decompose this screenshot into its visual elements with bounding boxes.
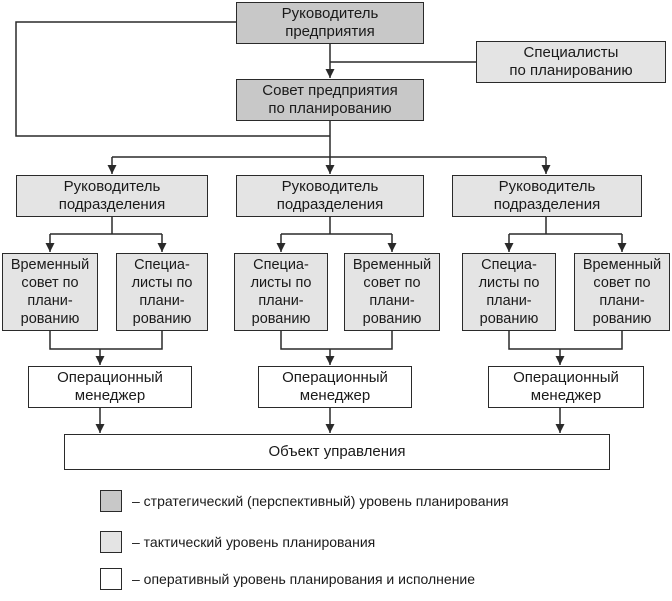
planning-specialists-box: Специалисты по планированию <box>476 41 666 83</box>
temporary-council-label: Временный совет по плани- рованию <box>582 257 662 327</box>
operational-manager-label: Операционный менеджер <box>57 369 163 404</box>
legend-text-tactical: – тактический уровень планирования <box>132 534 376 550</box>
planning-council-label: Совет предприятия по планированию <box>262 82 398 117</box>
legend-swatch-strategic <box>100 490 122 512</box>
connector-division-1-join <box>49 331 163 350</box>
division-head-box: Руководитель подразделения <box>16 175 208 217</box>
planning-specialists-box: Специа- листы по плани- рованию <box>462 253 556 331</box>
legend-swatch-operative <box>100 568 122 590</box>
planning-specialists-label: Специалисты по планированию <box>509 44 633 79</box>
connector-feedback-loop <box>15 21 330 137</box>
temporary-council-label: Временный совет по плани- рованию <box>10 257 90 327</box>
operational-manager-box: Операционный менеджер <box>488 366 644 408</box>
enterprise-head-box: Руководитель предприятия <box>236 2 424 44</box>
planning-specialists-box: Специа- листы по плани- рованию <box>234 253 328 331</box>
division-head-box: Руководитель подразделения <box>236 175 424 217</box>
operational-manager-label: Операционный менеджер <box>513 369 619 404</box>
legend-text-strategic: – стратегический (перспективный) уровень… <box>132 493 509 509</box>
enterprise-head-label: Руководитель предприятия <box>281 5 379 40</box>
control-object-box: Объект управления <box>64 434 610 470</box>
temporary-council-label: Временный совет по плани- рованию <box>352 257 432 327</box>
control-object-label: Объект управления <box>268 443 406 460</box>
division-head-box: Руководитель подразделения <box>452 175 642 217</box>
connector-division-2-join <box>280 331 393 350</box>
operational-manager-label: Операционный менеджер <box>282 369 388 404</box>
division-head-label: Руководитель подразделения <box>58 178 166 213</box>
planning-specialists-label: Специа- листы по плани- рованию <box>478 257 540 327</box>
operational-manager-box: Операционный менеджер <box>28 366 192 408</box>
connector-division-3-join <box>508 331 623 350</box>
planning-council-box: Совет предприятия по планированию <box>236 79 424 121</box>
operational-manager-box: Операционный менеджер <box>258 366 412 408</box>
temporary-council-box: Временный совет по плани- рованию <box>574 253 670 331</box>
legend-text-operative: – оперативный уровень планирования и исп… <box>132 571 476 587</box>
planning-specialists-label: Специа- листы по плани- рованию <box>131 257 193 327</box>
legend-swatch-tactical <box>100 531 122 553</box>
planning-specialists-box: Специа- листы по плани- рованию <box>116 253 208 331</box>
division-head-label: Руководитель подразделения <box>276 178 384 213</box>
planning-specialists-label: Специа- листы по плани- рованию <box>250 257 312 327</box>
temporary-council-box: Временный совет по плани- рованию <box>344 253 440 331</box>
temporary-council-box: Временный совет по плани- рованию <box>2 253 98 331</box>
division-head-label: Руководитель подразделения <box>493 178 601 213</box>
